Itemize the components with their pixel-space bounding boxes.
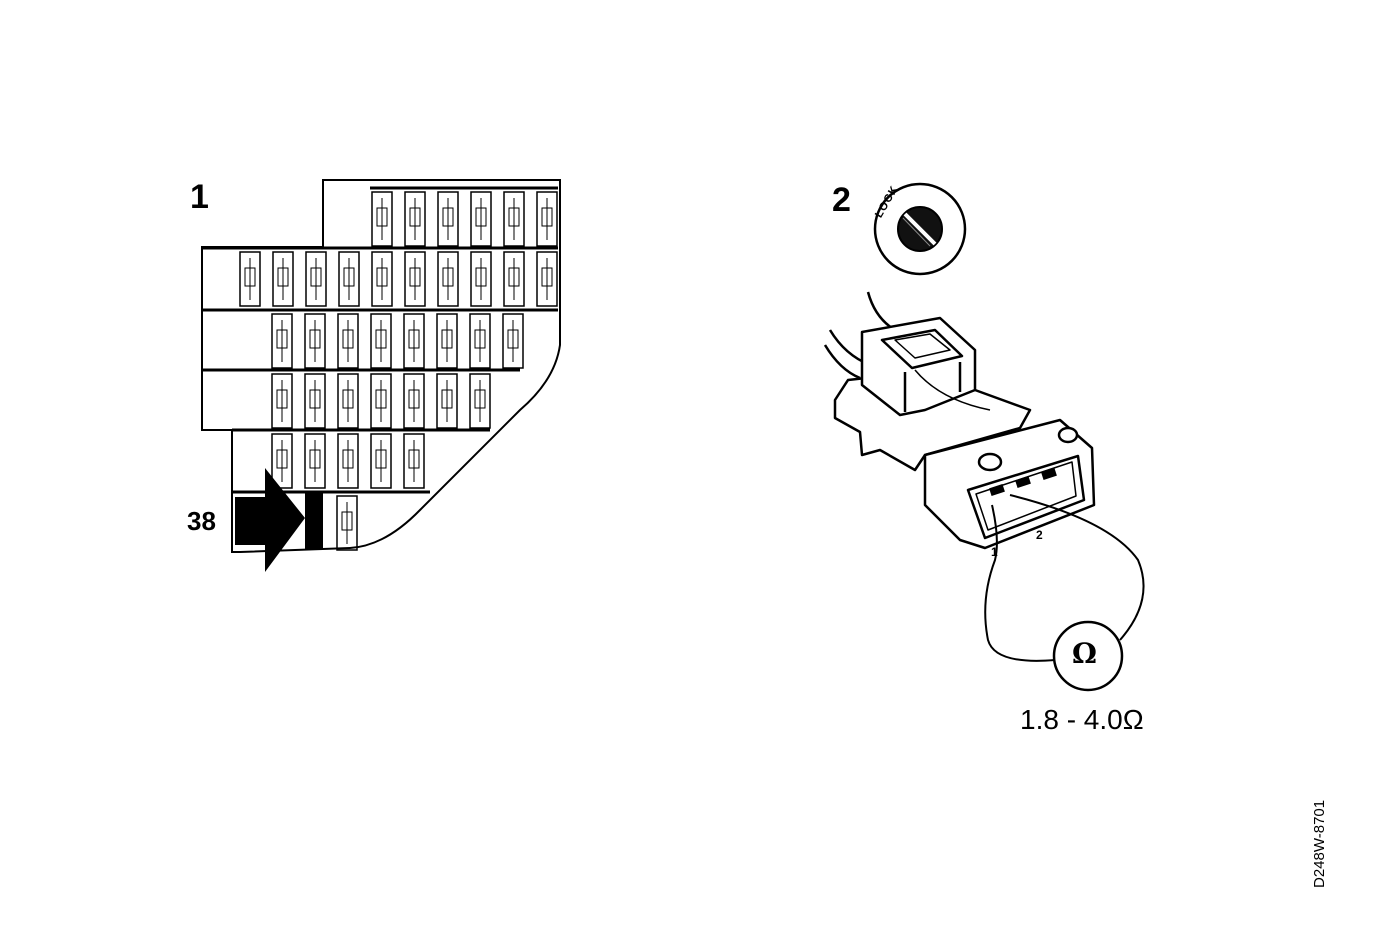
fuse-slot	[436, 373, 458, 429]
fuse-slot	[370, 433, 392, 489]
fuse-window	[508, 207, 520, 227]
fuse-window	[441, 389, 453, 409]
fuse-slot	[370, 373, 392, 429]
fuse-window	[342, 389, 354, 409]
fuse-slot	[371, 191, 393, 247]
fuse-window	[341, 511, 353, 531]
fuse-slot	[304, 373, 326, 429]
fuse-slot	[304, 433, 326, 489]
fuse-window	[507, 329, 519, 349]
fuse-slot	[370, 313, 392, 369]
fuse-window	[276, 389, 288, 409]
fuse-slot	[338, 251, 360, 307]
fuse-slot	[304, 313, 326, 369]
fuse-window	[508, 267, 520, 287]
fuse-window	[541, 267, 553, 287]
fuse-window	[309, 329, 321, 349]
fuse-number-label: 38	[187, 506, 216, 536]
fuse-window	[277, 267, 289, 287]
fuse-window	[310, 267, 322, 287]
fuse-window	[375, 389, 387, 409]
fuse-slot	[371, 251, 393, 307]
fuse-window	[475, 267, 487, 287]
fuse-window	[342, 329, 354, 349]
fuse-38	[305, 492, 323, 550]
fuse-window	[375, 329, 387, 349]
fuse-slot	[271, 433, 293, 489]
fuse-window	[409, 207, 421, 227]
fuse-slot	[502, 313, 524, 369]
fuse-slot	[469, 313, 491, 369]
fuse-window	[409, 267, 421, 287]
fuse-slot	[469, 373, 491, 429]
fuse-window	[442, 207, 454, 227]
fuse-window	[408, 329, 420, 349]
resistance-value: 1.8 - 4.0Ω	[1020, 704, 1144, 735]
fuse-window	[276, 449, 288, 469]
step-1-number: 1	[190, 178, 209, 216]
fuse-slot	[470, 251, 492, 307]
ohmmeter	[1052, 620, 1124, 692]
ohm-symbol: Ω	[1072, 637, 1097, 670]
fuse-window	[474, 329, 486, 349]
fuse-window	[441, 329, 453, 349]
fuse-window	[408, 389, 420, 409]
meter-leads	[984, 494, 1145, 662]
fuse-window	[343, 267, 355, 287]
fuse-slot	[403, 433, 425, 489]
fuse-window	[442, 267, 454, 287]
fuse-window	[375, 449, 387, 469]
fuse-38-arrow	[235, 468, 305, 572]
fuse-slot	[271, 373, 293, 429]
fuse-slot	[403, 373, 425, 429]
fuse-grid	[202, 186, 558, 551]
fuse-window	[475, 207, 487, 227]
fuse-slot	[337, 313, 359, 369]
fuse-box	[201, 179, 561, 553]
step-2-number: 2	[832, 181, 851, 219]
fuse-window	[474, 389, 486, 409]
connector	[823, 291, 1096, 550]
pin-1-label: 1	[991, 545, 998, 559]
fuse-window	[244, 267, 256, 287]
fuse-slot	[536, 191, 558, 247]
fuse-slot	[336, 495, 358, 551]
fuse-slot	[404, 251, 426, 307]
fuse-window	[376, 267, 388, 287]
fuse-window	[376, 207, 388, 227]
fuse-slot	[403, 313, 425, 369]
ignition-switch	[873, 182, 967, 276]
fuse-slot	[503, 251, 525, 307]
fuse-slot	[404, 191, 426, 247]
fuse-slot	[337, 373, 359, 429]
fuse-slot	[337, 433, 359, 489]
fuse-window	[541, 207, 553, 227]
fuse-window	[276, 329, 288, 349]
fuse-slot	[437, 251, 459, 307]
fuse-window	[342, 449, 354, 469]
fuse-slot	[239, 251, 261, 307]
fuse-slot	[536, 251, 558, 307]
fuse-slot	[470, 191, 492, 247]
fuse-slot	[271, 313, 293, 369]
figure-code: D248W-8701	[1311, 799, 1328, 888]
fuse-window	[309, 389, 321, 409]
fuse-box-outline	[201, 179, 561, 553]
fuse-slot	[305, 251, 327, 307]
fuse-slot	[272, 251, 294, 307]
fuse-window	[408, 449, 420, 469]
fuse-slot	[503, 191, 525, 247]
fuse-slot	[436, 313, 458, 369]
fuse-slot	[437, 191, 459, 247]
pin-2-label: 2	[1036, 528, 1043, 542]
fuse-window	[309, 449, 321, 469]
